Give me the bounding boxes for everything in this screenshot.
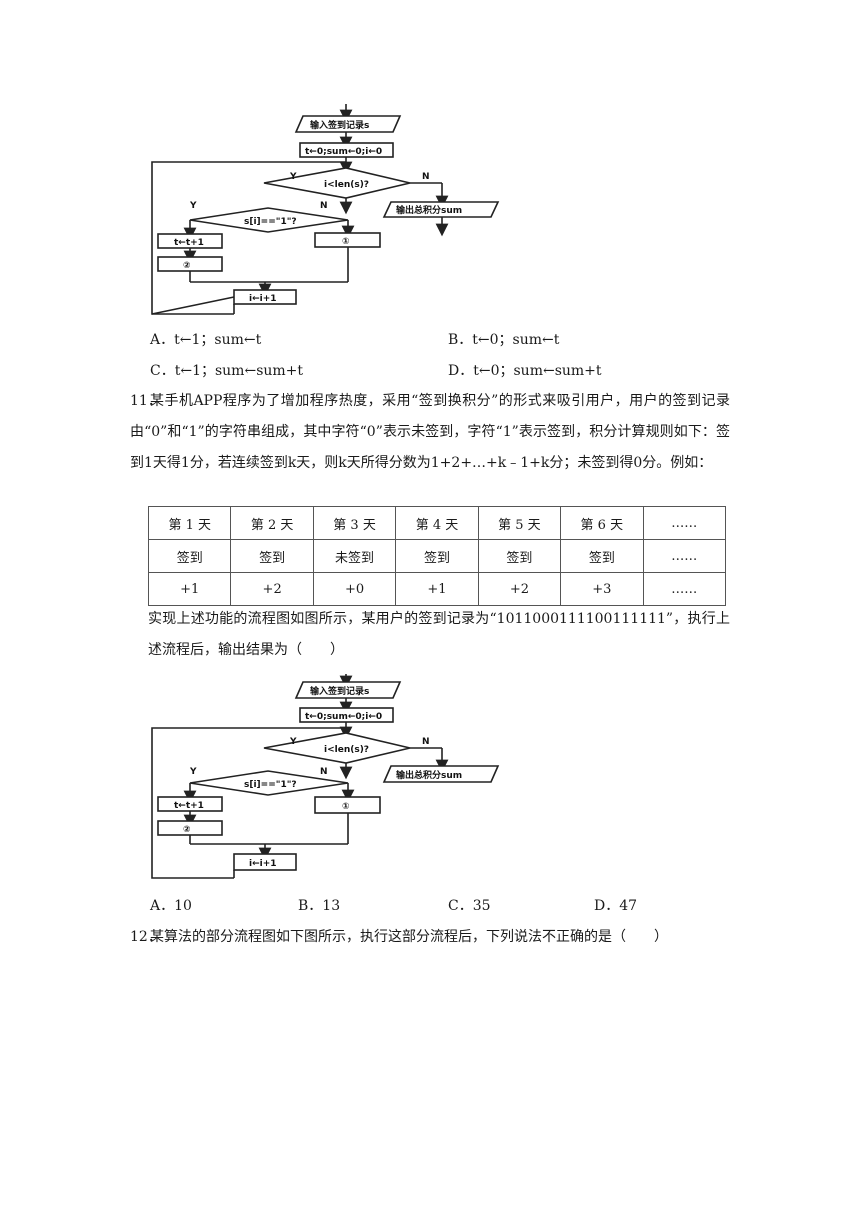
- fc2-no-inner: N: [320, 767, 328, 777]
- q11-stem2: 实现上述功能的流程图如图所示，某用户的签到记录为“101100011110011…: [148, 611, 730, 658]
- fc1-blank2: ②: [183, 261, 191, 271]
- q10-option-b[interactable]: B．t←0；sum←t: [448, 332, 560, 348]
- q11-option-a[interactable]: A．10: [150, 898, 192, 914]
- q11-option-b[interactable]: B．13: [298, 898, 341, 914]
- fc1-no-inner: N: [320, 201, 328, 211]
- q11-number: 11．: [130, 393, 162, 409]
- fc2-yes-outer: Y: [289, 737, 297, 747]
- q12-stem: 某算法的部分流程图如下图所示，执行这部分流程后，下列说法不正确的是（ ）: [150, 929, 668, 945]
- q11-example-table: 第 1 天 第 2 天 第 3 天 第 4 天 第 5 天 第 6 天 …… 签…: [147, 506, 727, 606]
- fc1-yes-outer: Y: [289, 172, 297, 182]
- q11-option-d[interactable]: D．47: [594, 898, 638, 914]
- q11-stem: 某手机APP程序为了增加程序热度，采用“签到换积分”的形式来吸引用户，用户的签到…: [130, 393, 730, 471]
- table-row-points: +1 +2 +0 +1 +2 +3 ……: [147, 572, 727, 606]
- fc1-output-text: 输出总积分sum: [396, 204, 462, 216]
- fc2-init-text: t←0;sum←0;i←0: [305, 712, 382, 722]
- fc2-no-outer: N: [422, 737, 430, 747]
- fc2-output-text: 输出总积分sum: [396, 769, 462, 781]
- fc2-cond-inner-text: s[i]=="1"?: [244, 780, 297, 790]
- fc2-inc-t-text: t←t+1: [174, 801, 204, 811]
- table-row-status: 签到 签到 未签到 签到 签到 签到 ……: [147, 539, 727, 573]
- fc1-blank1: ①: [342, 237, 350, 247]
- fc1-inc-t-text: t←t+1: [174, 238, 204, 248]
- fc1-cond-outer-text: i<len(s)?: [324, 180, 369, 190]
- fc1-no-outer: N: [422, 172, 430, 182]
- fc2-input-text: 输入签到记录s: [310, 685, 369, 697]
- fc2-blank1: ①: [342, 802, 350, 812]
- fc2-inc-i-text: i←i+1: [249, 859, 277, 869]
- flowchart-q11: 输入签到记录s t←0;sum←0;i←0 i<len(s)? Y N 输出总积…: [151, 674, 500, 879]
- q12-number: 12．: [130, 929, 162, 945]
- fc1-init-text: t←0;sum←0;i←0: [305, 147, 382, 157]
- flowchart-q10: 输入签到记录s t←0;sum←0;i←0 i<len(s)? Y N 输出总积…: [151, 104, 500, 315]
- fc1-yes-inner: Y: [189, 201, 197, 211]
- fc1-cond-inner-text: s[i]=="1"?: [244, 217, 297, 227]
- q10-option-a[interactable]: A．t←1；sum←t: [150, 332, 262, 348]
- q10-option-c[interactable]: C．t←1；sum←sum+t: [150, 363, 304, 379]
- fc1-inc-i-text: i←i+1: [249, 294, 277, 304]
- fc2-blank2: ②: [183, 825, 191, 835]
- fc2-cond-outer-text: i<len(s)?: [324, 745, 369, 755]
- fc2-yes-inner: Y: [189, 767, 197, 777]
- q11-option-c[interactable]: C．35: [448, 898, 491, 914]
- fc1-input-text: 输入签到记录s: [310, 119, 369, 131]
- table-row-days: 第 1 天 第 2 天 第 3 天 第 4 天 第 5 天 第 6 天 ……: [147, 506, 727, 540]
- q10-option-d[interactable]: D．t←0；sum←sum+t: [448, 363, 602, 379]
